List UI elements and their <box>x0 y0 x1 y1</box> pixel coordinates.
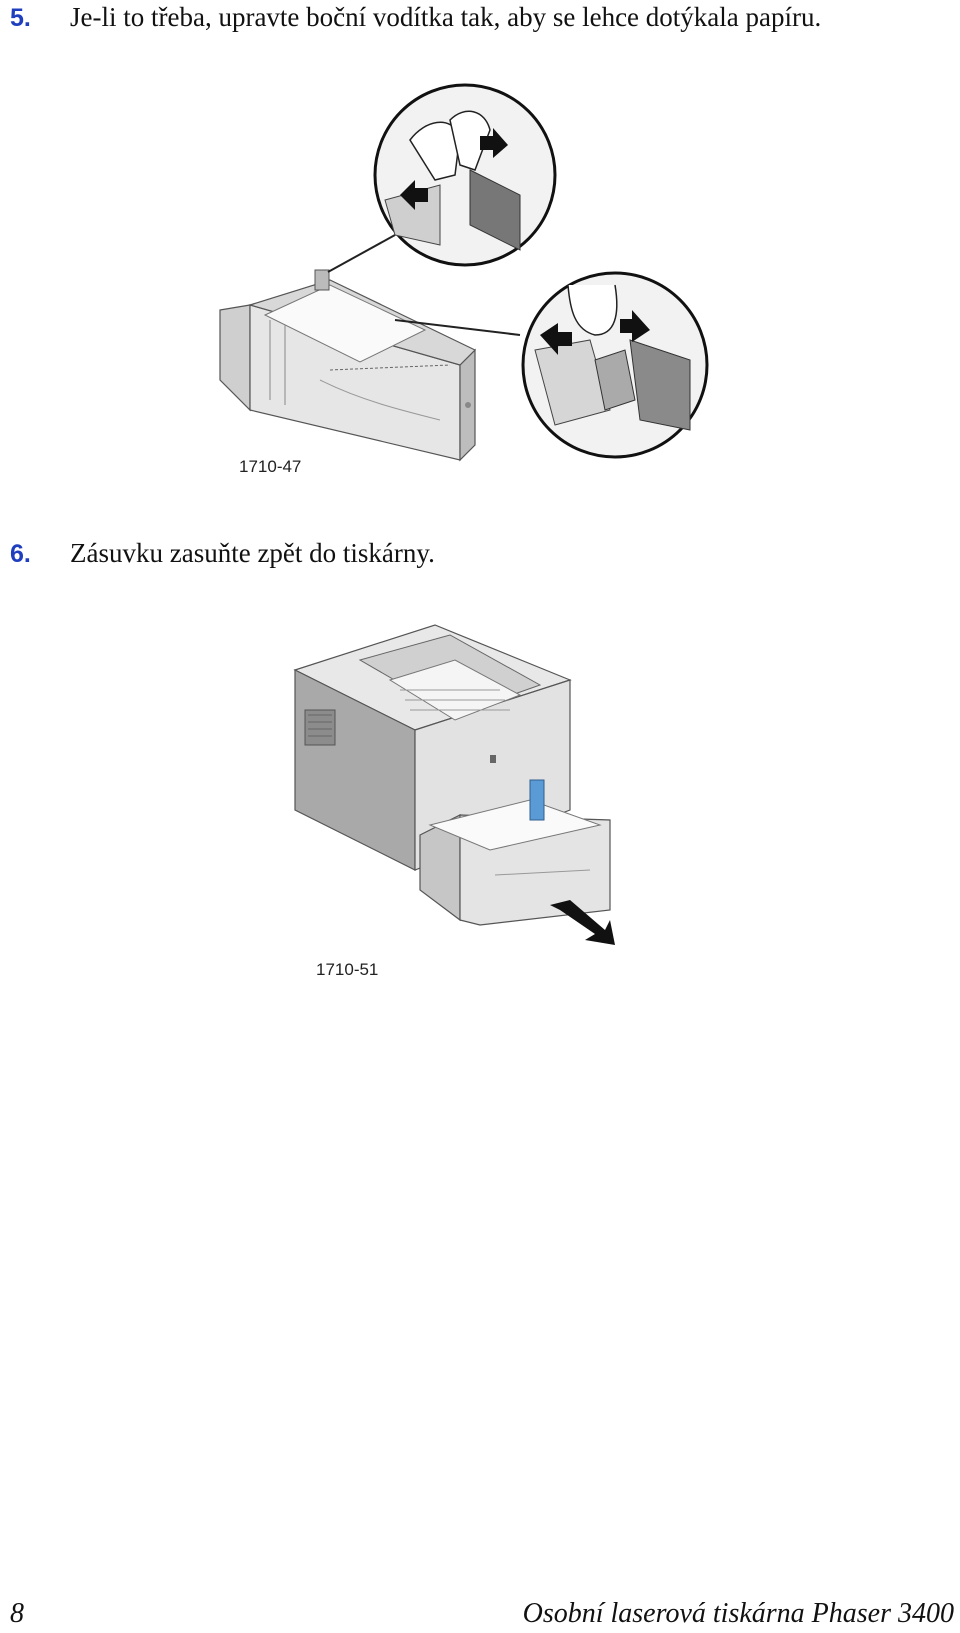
page-number: 8 <box>10 1598 24 1629</box>
step-text: Je-li to třeba, upravte boční vodítka ta… <box>70 2 822 32</box>
step-text: Zásuvku zasuňte zpět do tiskárny. <box>70 538 435 568</box>
step-number: 6. <box>10 540 31 568</box>
step-5: 5. Je-li to třeba, upravte boční vodítka… <box>10 2 821 33</box>
printer-tray-insert-illustration <box>293 624 615 945</box>
step-6: 6. Zásuvku zasuňte zpět do tiskárny. <box>10 538 435 569</box>
figure-id: 1710-51 <box>316 960 379 979</box>
zoom-detail-bottom <box>521 271 709 459</box>
document-title: Osobní laserová tiskárna Phaser 3400 <box>522 1598 954 1629</box>
step-number: 5. <box>10 4 31 32</box>
push-arrow-icon <box>550 900 615 945</box>
figure-id: 1710-47 <box>239 457 302 476</box>
paper-tray <box>419 779 611 926</box>
zoom-detail-top <box>373 83 557 267</box>
paper-tray <box>219 269 477 462</box>
tray-guides-illustration <box>219 83 709 462</box>
